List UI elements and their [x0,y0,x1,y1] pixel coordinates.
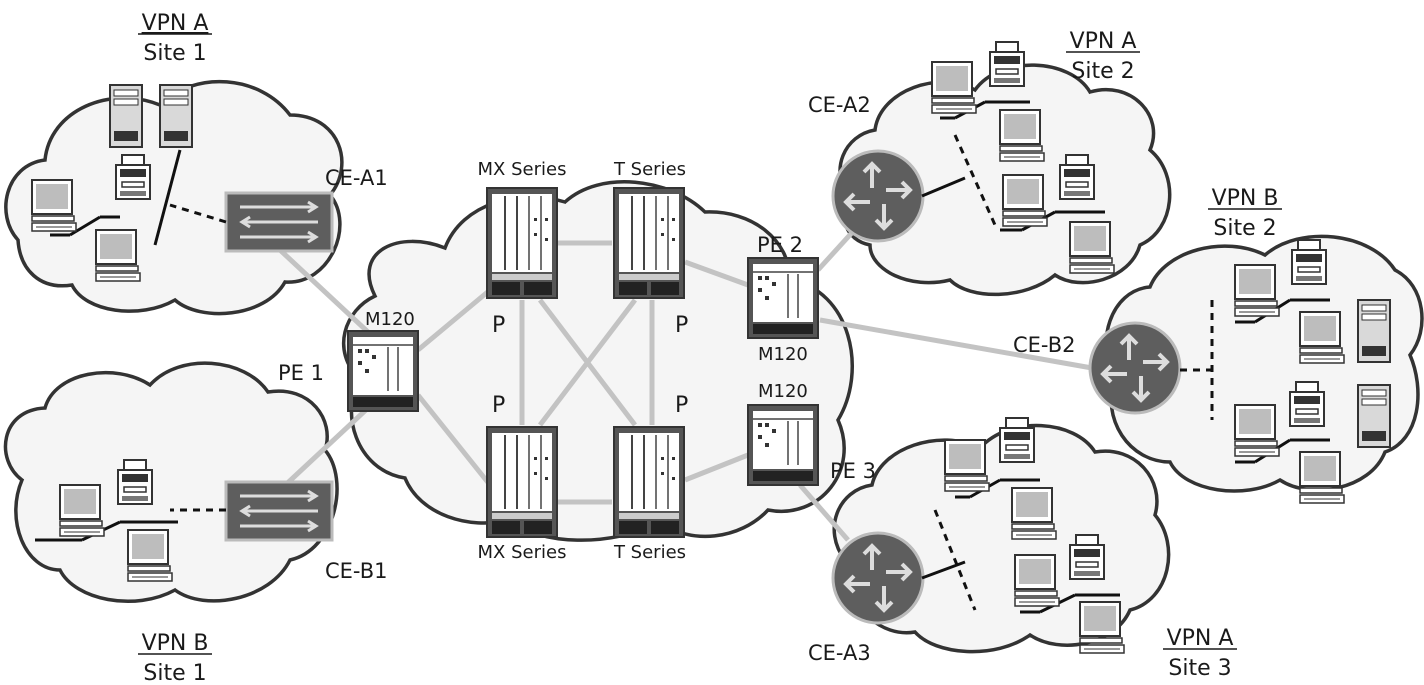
printer-icon [1289,381,1325,427]
mx-series-top-label: MX Series [478,159,567,180]
ce-a2-label: CE-A2 [808,93,871,117]
site-number-label: Site 1 [143,41,206,66]
computer-icon [1002,174,1048,227]
site-label-vpn-b-site2: VPN B Site 2 [1208,186,1282,241]
ce-a3-router [831,531,925,625]
site-number-label: Site 2 [1071,59,1134,84]
pe3-router [747,404,819,486]
printer-icon [117,459,153,505]
computer-icon [1069,221,1115,274]
computer-icon [1299,451,1345,504]
computer-icon [1234,404,1280,457]
p-router-label: P [492,313,505,338]
t-series-top-label: T Series [613,159,686,180]
printer-icon [999,417,1035,463]
computer-icon [127,529,173,582]
printer-icon [115,154,151,200]
pe1-model-label: M120 [365,309,415,330]
ce-a3-label: CE-A3 [808,641,871,665]
site-vpn-label: VPN A [142,11,209,36]
site-vpn-label: VPN A [1167,626,1234,651]
vpn-a-site1-cloud [4,79,344,316]
server-icon [1357,384,1391,448]
computer-icon [1234,264,1280,317]
site-vpn-label: VPN B [142,631,209,656]
pe1-router [347,330,419,412]
computer-icon [95,229,141,282]
pe3-label: PE 3 [830,459,876,483]
site-label-vpn-a-site3: VPN A Site 3 [1163,626,1237,681]
site-label-vpn-a-site2: VPN A Site 2 [1066,29,1140,84]
computer-icon [1079,601,1125,654]
t-series-bottom-label: T Series [613,542,686,563]
printer-icon [1059,154,1095,200]
t-series-router-bottom [613,426,685,538]
ce-b1-switch [224,480,334,542]
printer-icon [1069,534,1105,580]
mx-series-bottom-label: MX Series [478,542,567,563]
computer-icon [59,484,105,537]
vpn-b-site2-cloud [1104,234,1424,493]
mx-series-router-top [486,187,558,299]
computer-icon [1014,554,1060,607]
pe2-label: PE 2 [757,233,803,257]
server-icon [1357,299,1391,363]
computer-icon [944,439,990,492]
server-icon [109,84,143,148]
p-router-label: P [492,393,505,418]
server-icon [159,84,193,148]
pe2-model-label: M120 [758,344,808,365]
site-number-label: Site 3 [1168,656,1231,681]
site-label-vpn-a-site1: VPN A Site 1 [138,11,212,66]
site-vpn-label: VPN B [1212,186,1279,211]
pe3-model-label: M120 [758,381,808,402]
site-vpn-label: VPN A [1070,29,1137,54]
pe2-router [747,257,819,339]
printer-icon [1291,239,1327,285]
computer-icon [31,179,77,232]
ce-b2-label: CE-B2 [1013,333,1076,357]
site-number-label: Site 1 [143,661,206,685]
ce-a2-router [831,149,925,243]
mx-series-router-bottom [486,426,558,538]
site-label-vpn-b-site1: VPN B Site 1 [138,631,212,685]
ce-a1-label: CE-A1 [325,166,388,190]
ce-b1-label: CE-B1 [325,559,388,583]
computer-icon [999,109,1045,162]
ce-a1-switch [224,191,334,253]
computer-icon [1299,311,1345,364]
p-router-label: P [675,393,688,418]
t-series-router-top [613,187,685,299]
pe1-label: PE 1 [278,361,324,385]
computer-icon [1011,487,1057,540]
computer-icon [931,61,977,114]
site-number-label: Site 2 [1213,216,1276,241]
p-router-label: P [675,313,688,338]
ce-b2-router [1088,321,1182,415]
printer-icon [989,41,1025,87]
